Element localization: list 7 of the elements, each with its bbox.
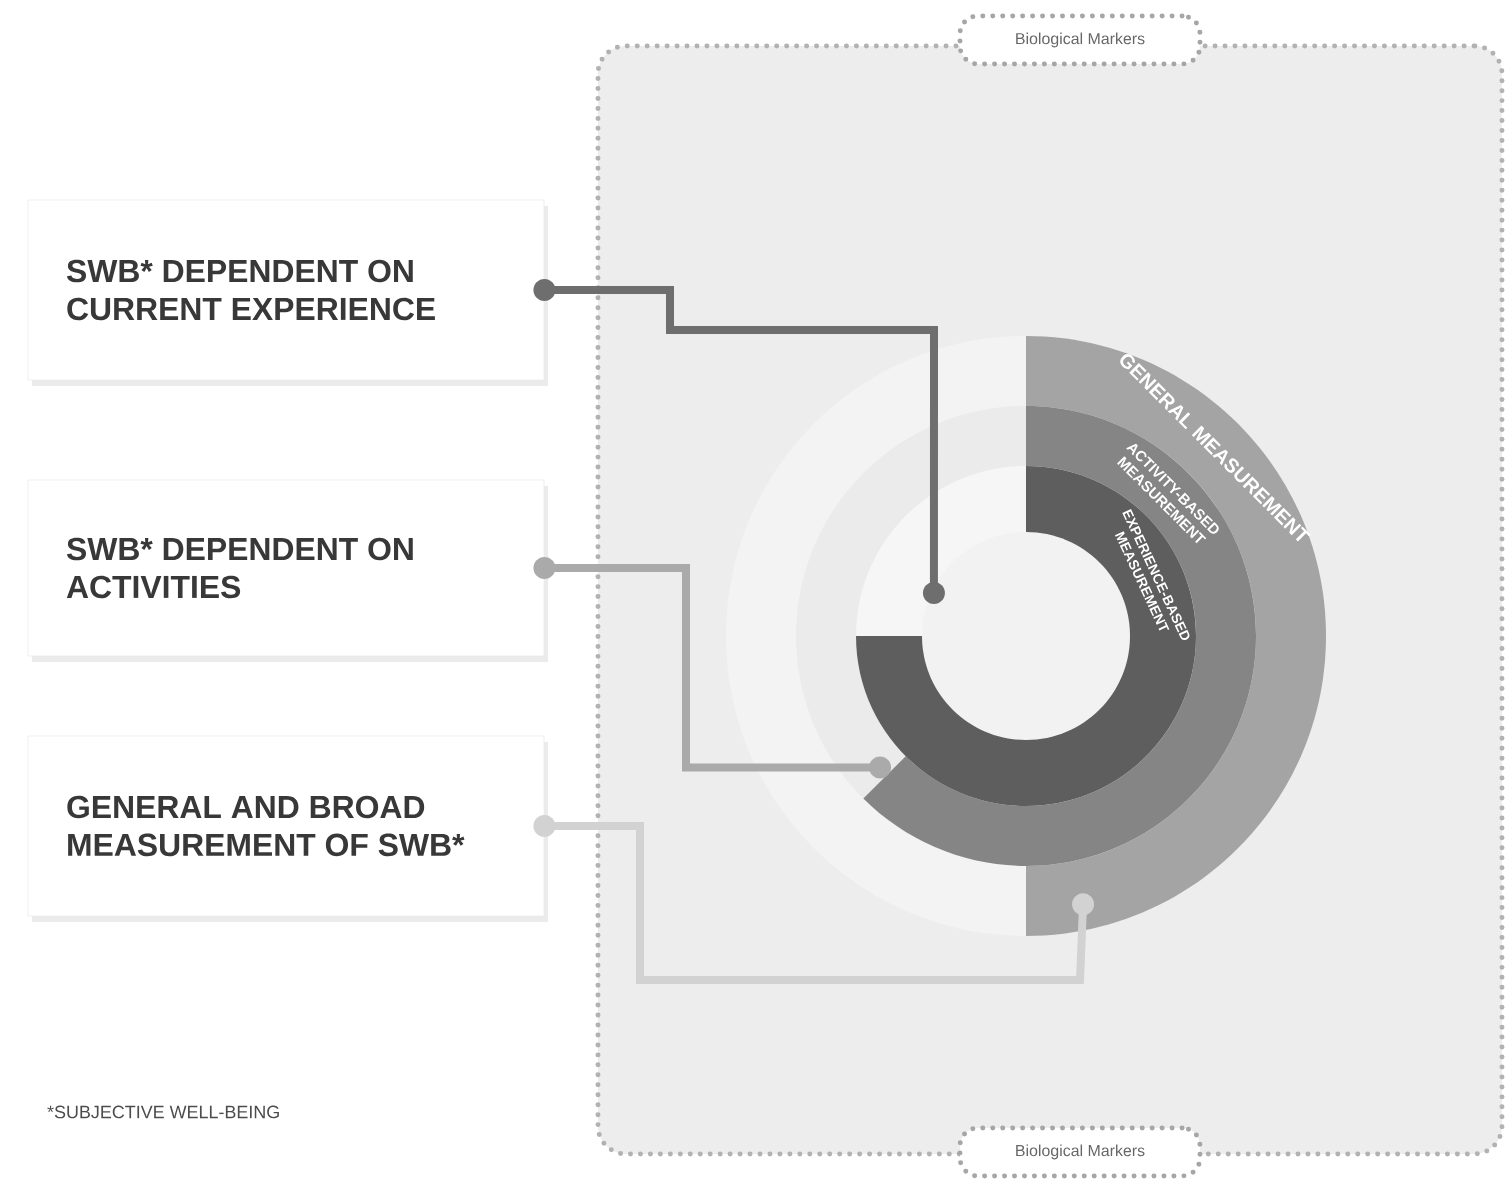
connector-line <box>533 814 1095 984</box>
connector-line <box>533 278 945 605</box>
connector-line <box>533 556 892 779</box>
text-box: SWB* DEPENDENT ON CURRENT EXPERIENCE <box>27 199 548 386</box>
text-box: GENERAL AND BROAD MEASUREMENT OF SWB* <box>27 735 548 922</box>
text-box: SWB* DEPENDENT ON ACTIVITIES <box>27 479 548 662</box>
footnote: *SUBJECTIVE WELL-BEING <box>47 1105 279 1119</box>
